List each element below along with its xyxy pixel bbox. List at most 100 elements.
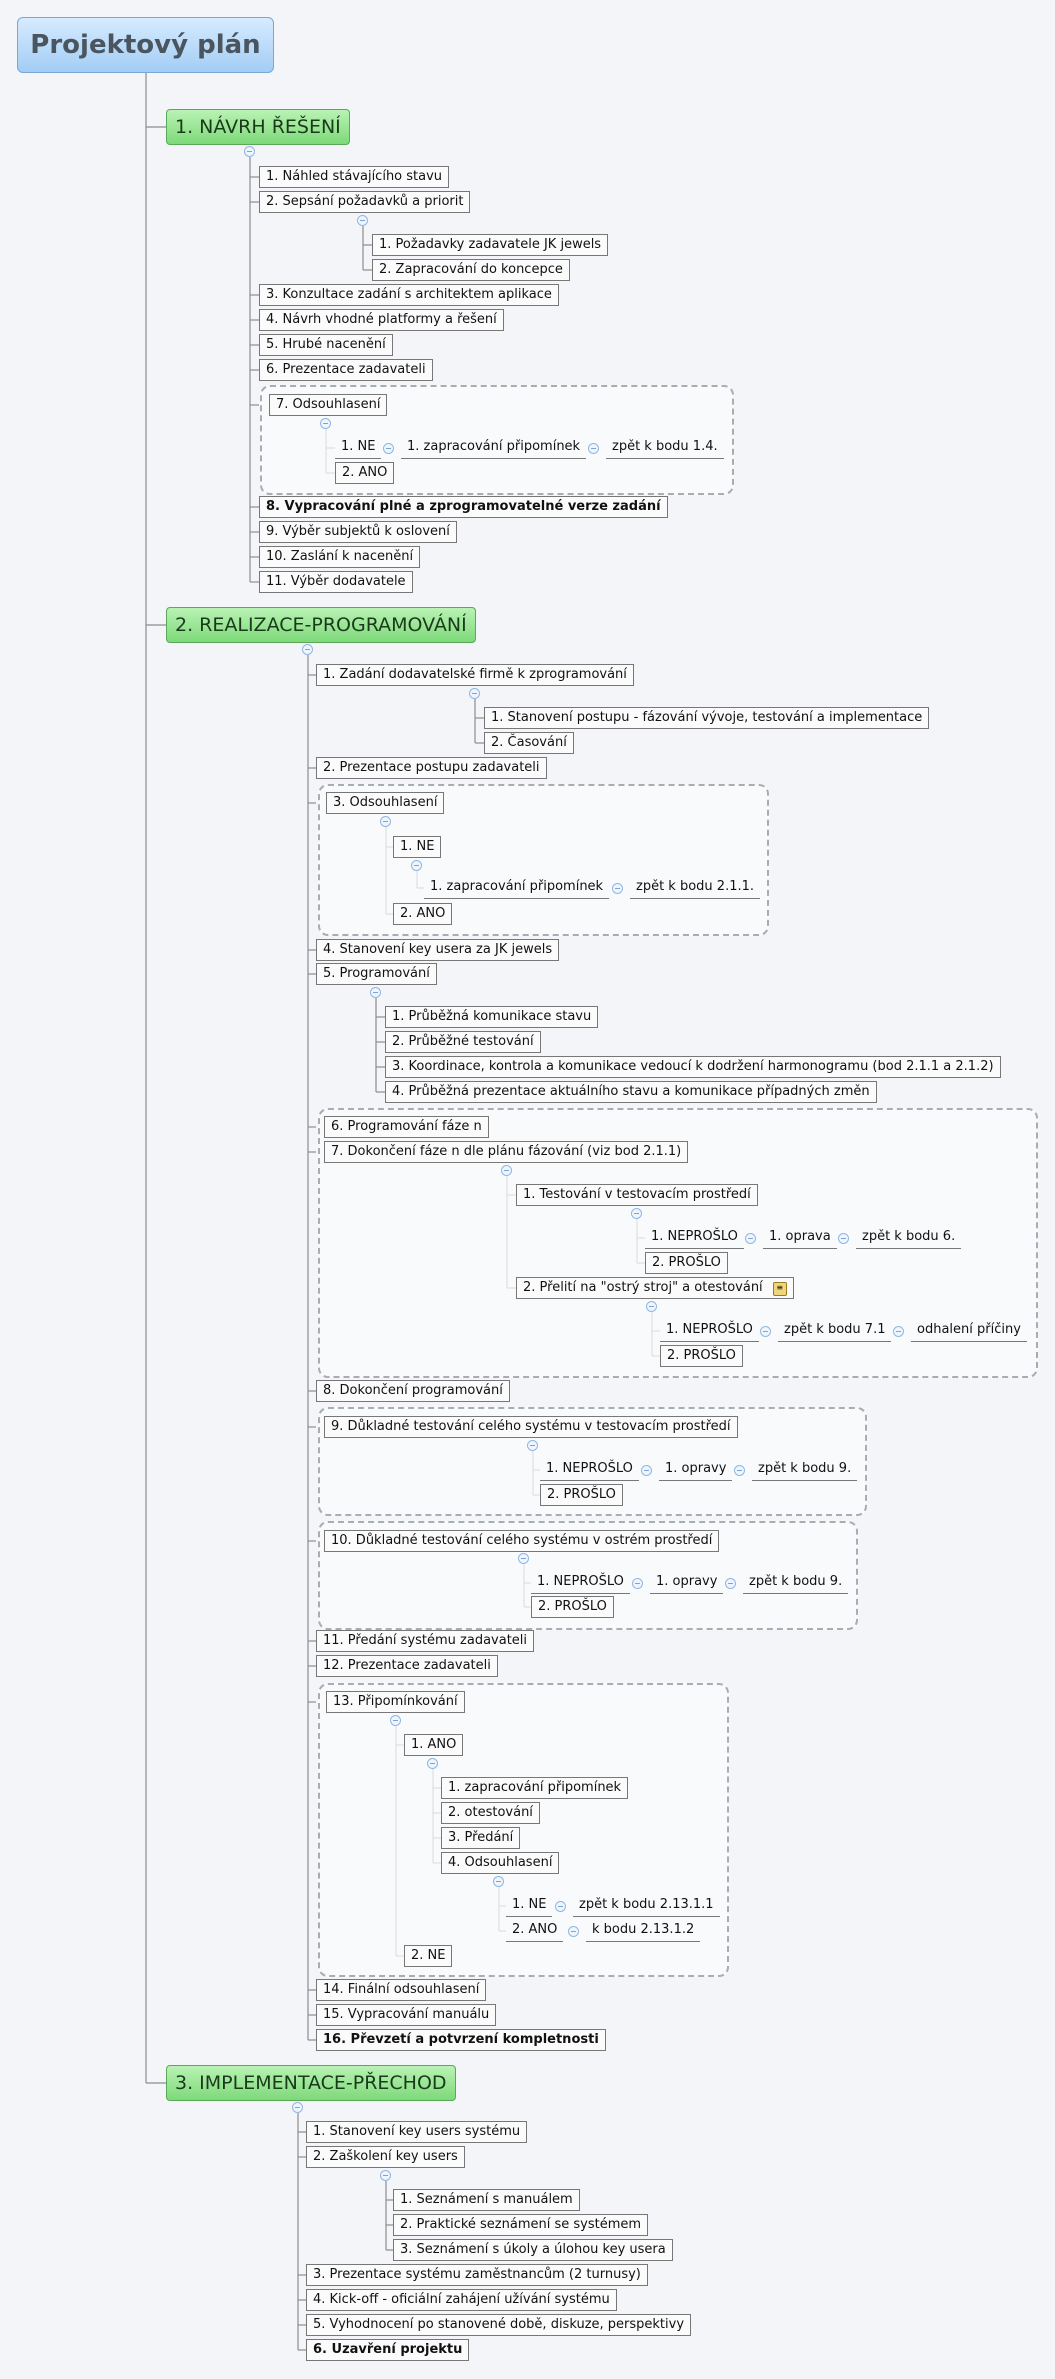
node-b7[interactable]: 7. Dokončení fáze n dle plánu fázování (… xyxy=(324,1141,689,1163)
node-b15[interactable]: 15. Vypracování manuálu xyxy=(316,2004,497,2026)
chain-toggle[interactable] xyxy=(725,1578,736,1589)
node-a7a2[interactable]: zpět k bodu 1.4. xyxy=(606,437,724,459)
chain-toggle[interactable] xyxy=(612,883,623,894)
node-c2c[interactable]: 3. Seznámení s úkoly a úlohou key usera xyxy=(393,2239,673,2261)
node-b3[interactable]: 3. Odsouhlasení xyxy=(326,792,445,814)
node-b10b[interactable]: 2. PROŠLO xyxy=(531,1596,614,1618)
collapse-toggle-a2[interactable] xyxy=(357,215,368,226)
collapse-toggle-b13a[interactable] xyxy=(427,1758,438,1769)
node-b7a2[interactable]: 2. PROŠLO xyxy=(645,1252,728,1274)
node-b1b[interactable]: 2. Časování xyxy=(484,732,574,754)
node-b13[interactable]: 13. Připomínkování xyxy=(326,1691,465,1713)
node-b8[interactable]: 8. Dokončení programování xyxy=(316,1380,510,1402)
main-node-implementace[interactable]: 3. IMPLEMENTACE-PŘECHOD xyxy=(166,2065,456,2101)
note-icon[interactable]: ≡ xyxy=(772,1282,787,1296)
node-a1[interactable]: 1. Náhled stávajícího stavu xyxy=(259,166,450,188)
node-b12[interactable]: 12. Prezentace zadavateli xyxy=(316,1655,498,1677)
node-b13a4b1[interactable]: k bodu 2.13.1.2 xyxy=(586,1920,701,1942)
node-a8[interactable]: 8. Vypracování plné a zprogramovatelné v… xyxy=(259,496,668,518)
chain-toggle[interactable] xyxy=(632,1578,643,1589)
node-b9a2[interactable]: zpět k bodu 9. xyxy=(752,1459,858,1481)
collapse-toggle-m2[interactable] xyxy=(302,644,313,655)
node-b9a[interactable]: 1. NEPROŠLO xyxy=(540,1459,639,1481)
chain-toggle[interactable] xyxy=(555,1901,566,1912)
node-b13a2[interactable]: 2. otestování xyxy=(441,1802,540,1824)
node-a6[interactable]: 6. Prezentace zadavateli xyxy=(259,359,433,381)
node-b14[interactable]: 14. Finální odsouhlasení xyxy=(316,1979,487,2001)
node-b5[interactable]: 5. Programování xyxy=(316,963,437,985)
node-b3a[interactable]: 1. NE xyxy=(393,836,442,858)
node-c6[interactable]: 6. Uzavření projektu xyxy=(306,2339,470,2361)
node-b16[interactable]: 16. Převzetí a potvrzení kompletnosti xyxy=(316,2029,606,2051)
root-node[interactable]: Projektový plán xyxy=(17,17,274,73)
chain-toggle[interactable] xyxy=(893,1326,904,1337)
node-b5d[interactable]: 4. Průběžná prezentace aktuálního stavu … xyxy=(385,1081,877,1103)
collapse-toggle-b1[interactable] xyxy=(469,688,480,699)
chain-toggle[interactable] xyxy=(760,1326,771,1337)
node-b10[interactable]: 10. Důkladné testování celého systému v … xyxy=(324,1530,720,1552)
node-a2[interactable]: 2. Sepsání požadavků a priorit xyxy=(259,191,471,213)
node-b13a[interactable]: 1. ANO xyxy=(404,1734,464,1756)
node-b9[interactable]: 9. Důkladné testování celého systému v t… xyxy=(324,1416,738,1438)
node-c2[interactable]: 2. Zaškolení key users xyxy=(306,2146,465,2168)
node-b10a1[interactable]: 1. opravy xyxy=(650,1572,724,1594)
chain-toggle[interactable] xyxy=(568,1926,579,1937)
collapse-toggle-b9[interactable] xyxy=(527,1440,538,1451)
node-b7a1b[interactable]: zpět k bodu 6. xyxy=(856,1227,962,1249)
node-c4[interactable]: 4. Kick-off - oficiální zahájení užívání… xyxy=(306,2289,617,2311)
collapse-toggle-m1[interactable] xyxy=(244,146,255,157)
node-b7b1a[interactable]: zpět k bodu 7.1 xyxy=(778,1320,892,1342)
node-a9[interactable]: 9. Výběr subjektů k oslovení xyxy=(259,521,457,543)
node-b13a3[interactable]: 3. Předání xyxy=(441,1827,521,1849)
collapse-toggle-b5[interactable] xyxy=(370,987,381,998)
chain-toggle[interactable] xyxy=(734,1465,745,1476)
node-b2[interactable]: 2. Prezentace postupu zadavateli xyxy=(316,757,547,779)
node-b9a1[interactable]: 1. opravy xyxy=(659,1459,733,1481)
collapse-toggle-b10[interactable] xyxy=(518,1553,529,1564)
node-b5b[interactable]: 2. Průběžné testování xyxy=(385,1031,541,1053)
node-c1[interactable]: 1. Stanovení key users systému xyxy=(306,2121,528,2143)
node-b11[interactable]: 11. Předání systému zadavateli xyxy=(316,1630,535,1652)
collapse-toggle-b7[interactable] xyxy=(501,1165,512,1176)
node-b5c[interactable]: 3. Koordinace, kontrola a komunikace ved… xyxy=(385,1056,1001,1078)
collapse-toggle-a7[interactable] xyxy=(320,418,331,429)
node-b3a1[interactable]: 1. zapracování připomínek xyxy=(424,877,610,899)
chain-toggle[interactable] xyxy=(838,1233,849,1244)
node-b4[interactable]: 4. Stanovení key usera za JK jewels xyxy=(316,939,560,961)
node-b9b[interactable]: 2. PROŠLO xyxy=(540,1484,623,1506)
node-b5a[interactable]: 1. Průběžná komunikace stavu xyxy=(385,1006,599,1028)
node-b1a[interactable]: 1. Stanovení postupu - fázování vývoje, … xyxy=(484,707,930,729)
node-b3a2[interactable]: zpět k bodu 2.1.1. xyxy=(630,877,761,899)
chain-toggle[interactable] xyxy=(383,443,394,454)
collapse-toggle-b7b[interactable] xyxy=(646,1301,657,1312)
node-b7b2[interactable]: 2. PROŠLO xyxy=(660,1345,743,1367)
chain-toggle[interactable] xyxy=(745,1233,756,1244)
node-a4[interactable]: 4. Návrh vhodné platformy a řešení xyxy=(259,309,504,331)
node-a10[interactable]: 10. Zaslání k nacenění xyxy=(259,546,421,568)
collapse-toggle-m3[interactable] xyxy=(292,2102,303,2113)
node-a11[interactable]: 11. Výběr dodavatele xyxy=(259,571,413,593)
node-c3[interactable]: 3. Prezentace systému zaměstnancům (2 tu… xyxy=(306,2264,648,2286)
node-b6[interactable]: 6. Programování fáze n xyxy=(324,1116,489,1138)
collapse-toggle-b13[interactable] xyxy=(390,1715,401,1726)
node-b13a4b[interactable]: 2. ANO xyxy=(506,1920,564,1942)
collapse-toggle-b3[interactable] xyxy=(380,816,391,827)
node-b7a[interactable]: 1. Testování v testovacím prostředí xyxy=(516,1184,758,1206)
node-b7a1a[interactable]: 1. oprava xyxy=(763,1227,837,1249)
node-b1[interactable]: 1. Zadání dodavatelské firmě k zprogramo… xyxy=(316,664,634,686)
chain-toggle[interactable] xyxy=(588,443,599,454)
node-b7b1[interactable]: 1. NEPROŠLO xyxy=(660,1320,759,1342)
node-b10a2[interactable]: zpět k bodu 9. xyxy=(743,1572,849,1594)
main-node-realizace[interactable]: 2. REALIZACE-PROGRAMOVÁNÍ xyxy=(166,607,476,643)
node-b7a1[interactable]: 1. NEPROŠLO xyxy=(645,1227,744,1249)
node-c5[interactable]: 5. Vyhodnocení po stanovené době, diskuz… xyxy=(306,2314,692,2336)
node-a2b[interactable]: 2. Zapracování do koncepce xyxy=(372,259,570,281)
collapse-toggle-c2[interactable] xyxy=(380,2170,391,2181)
node-c2b[interactable]: 2. Praktické seznámení se systémem xyxy=(393,2214,649,2236)
node-b13a4a1[interactable]: zpět k bodu 2.13.1.1 xyxy=(573,1895,720,1917)
node-b13a4[interactable]: 4. Odsouhlasení xyxy=(441,1852,560,1874)
node-b10a[interactable]: 1. NEPROŠLO xyxy=(531,1572,630,1594)
node-a7[interactable]: 7. Odsouhlasení xyxy=(269,394,388,416)
node-a2a[interactable]: 1. Požadavky zadavatele JK jewels xyxy=(372,234,609,256)
node-a5[interactable]: 5. Hrubé nacenění xyxy=(259,334,393,356)
